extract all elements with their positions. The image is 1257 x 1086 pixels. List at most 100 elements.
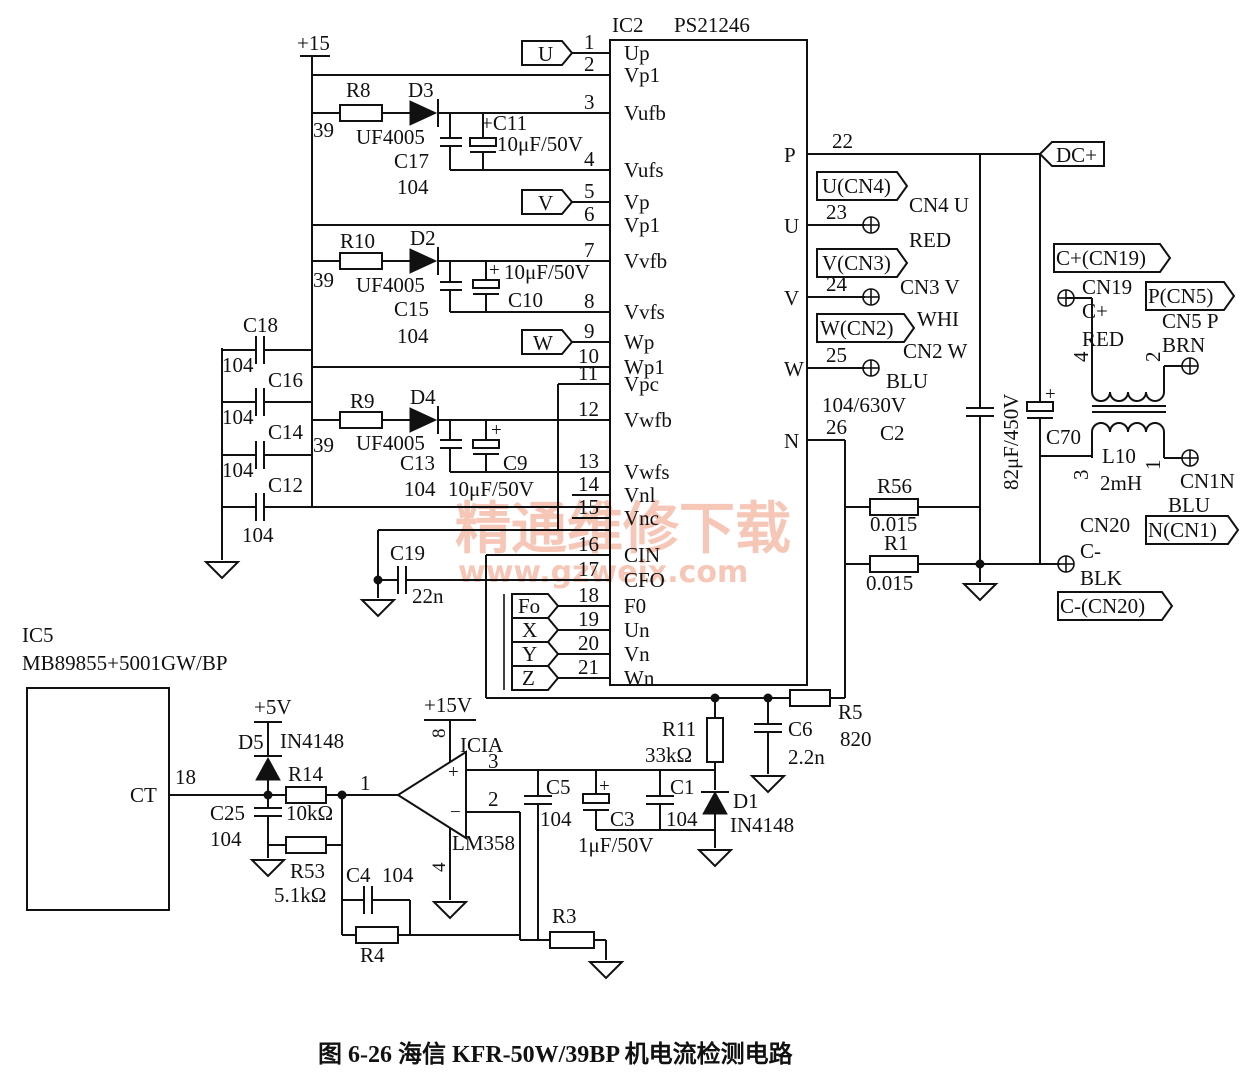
r56-value: 0.015	[870, 512, 917, 536]
opamp-pin8: 8	[429, 729, 450, 739]
port-y-label: Y	[522, 642, 537, 666]
ic2-pin-number: 11	[578, 361, 598, 385]
ic2-pin-name: Vpc	[624, 372, 659, 396]
port-n-cn1-label: N(CN1)	[1148, 518, 1217, 542]
c15-value: 104	[397, 324, 429, 348]
opamp-icia	[396, 750, 467, 840]
r9-value: 39	[313, 433, 334, 457]
r4-label: R4	[360, 943, 385, 967]
ic2-pin-name: Up	[624, 41, 650, 65]
r4-resistor	[355, 926, 399, 944]
watermark-url: www.gzweix.com	[458, 555, 748, 590]
ic2-pin-number: 10	[578, 344, 599, 368]
c11-value: 10μF/50V	[497, 132, 583, 156]
d1-label: D1	[733, 789, 759, 813]
c11-label: +C11	[481, 111, 527, 135]
c9-cap	[472, 439, 500, 449]
r10-resistor	[339, 252, 383, 270]
r1-label: R1	[884, 531, 909, 555]
c4-label: C4	[346, 863, 371, 887]
ic2-pin-name: Wp1	[624, 355, 665, 379]
c19-label: C19	[390, 541, 425, 565]
ic2-pin-name: F0	[624, 594, 646, 618]
ic2-pin-number: 2	[584, 52, 595, 76]
d5-part: IN4148	[280, 729, 344, 753]
ic2-pin-name: Vnc	[624, 506, 659, 530]
r3-label: R3	[552, 904, 577, 928]
ic2-pin-number: 19	[578, 607, 599, 631]
ic5-pin-num: 18	[175, 765, 196, 789]
c18-value: 104	[222, 353, 254, 377]
cn19-sub: C+	[1082, 299, 1108, 323]
ic2-pin-number: 7	[584, 238, 595, 262]
c12-value: 104	[242, 523, 274, 547]
r8-value: 39	[313, 118, 334, 142]
ic2-pin-number: 4	[584, 147, 595, 171]
rail-plus15v: +15V	[424, 693, 472, 717]
opamp-plus: +	[448, 762, 459, 783]
d2-label: D2	[410, 226, 436, 250]
c1-label: C1	[670, 775, 695, 799]
l10-pin3: 3	[1069, 470, 1093, 481]
c9-plus: +	[491, 420, 502, 441]
r53-label: R53	[290, 859, 325, 883]
r5-label: R5	[838, 700, 863, 724]
port-w-tag	[521, 329, 574, 355]
r5-resistor	[789, 689, 831, 707]
ic2-pin-number: 18	[578, 583, 599, 607]
c9-value: 10μF/50V	[448, 477, 534, 501]
cn20-sub: C-	[1080, 539, 1101, 563]
c70-label: C70	[1046, 425, 1081, 449]
r1-resistor	[869, 555, 919, 573]
cn5-label: CN5 P	[1162, 309, 1219, 333]
ground-symbol	[587, 961, 625, 980]
r3-resistor	[549, 931, 595, 949]
cn19-color: RED	[1082, 327, 1124, 351]
c2-label: C2	[880, 421, 905, 445]
ic2-pin-name: Vvfb	[624, 249, 667, 273]
c25-label: C25	[210, 801, 245, 825]
l10-label: L10	[1102, 444, 1136, 468]
r5-value: 820	[840, 727, 872, 751]
port-z-label: Z	[522, 666, 535, 690]
c9-label: C9	[503, 451, 528, 475]
cn1-label: CN1N	[1180, 469, 1235, 493]
r56-label: R56	[877, 474, 912, 498]
port-y-tag	[511, 641, 560, 667]
port-p-cn5-label: P(CN5)	[1148, 284, 1213, 308]
d3-diode	[409, 100, 438, 126]
ic5-label: IC5	[22, 623, 54, 647]
ic2-pin-name: Wp	[624, 330, 654, 354]
ic2-pin-name: CIN	[624, 543, 660, 567]
l10-value: 2mH	[1100, 471, 1142, 495]
ic2-pin-name: Vwfb	[624, 408, 672, 432]
port-u-label: U	[538, 42, 553, 66]
ic2-pin-name: V	[784, 286, 799, 310]
c70-cap	[1026, 401, 1054, 412]
c3-cap	[582, 793, 610, 804]
c3-value: 1μF/50V	[578, 833, 653, 857]
ground-symbol	[249, 859, 287, 878]
figure-caption: 图 6-26 海信 KFR-50W/39BP 机电流检测电路	[318, 1040, 794, 1068]
ground-symbol	[431, 901, 469, 920]
cn19-label: CN19	[1082, 275, 1132, 299]
cn5-color: BRN	[1162, 333, 1205, 357]
d4-diode	[409, 407, 438, 433]
cn1-color: BLU	[1168, 493, 1210, 517]
r8-resistor	[339, 104, 383, 122]
c10-plus: +	[489, 260, 500, 281]
c19-value: 22n	[412, 584, 444, 608]
port-v-cn3-label: V(CN3)	[822, 251, 891, 275]
ic2-pin-name: U	[784, 214, 799, 238]
ic2-pin-number: 26	[826, 415, 847, 439]
opamp-label: ICIA	[460, 733, 504, 757]
d4-part: UF4005	[356, 431, 425, 455]
rail-plus5: +5V	[254, 695, 292, 719]
ic2-pin-name: W	[784, 357, 804, 381]
r14-value: 10kΩ	[286, 801, 333, 825]
c10-value: 10μF/50V	[504, 260, 590, 284]
ic5-body	[26, 687, 170, 911]
ground-symbol	[961, 583, 999, 602]
d2-part: UF4005	[356, 273, 425, 297]
